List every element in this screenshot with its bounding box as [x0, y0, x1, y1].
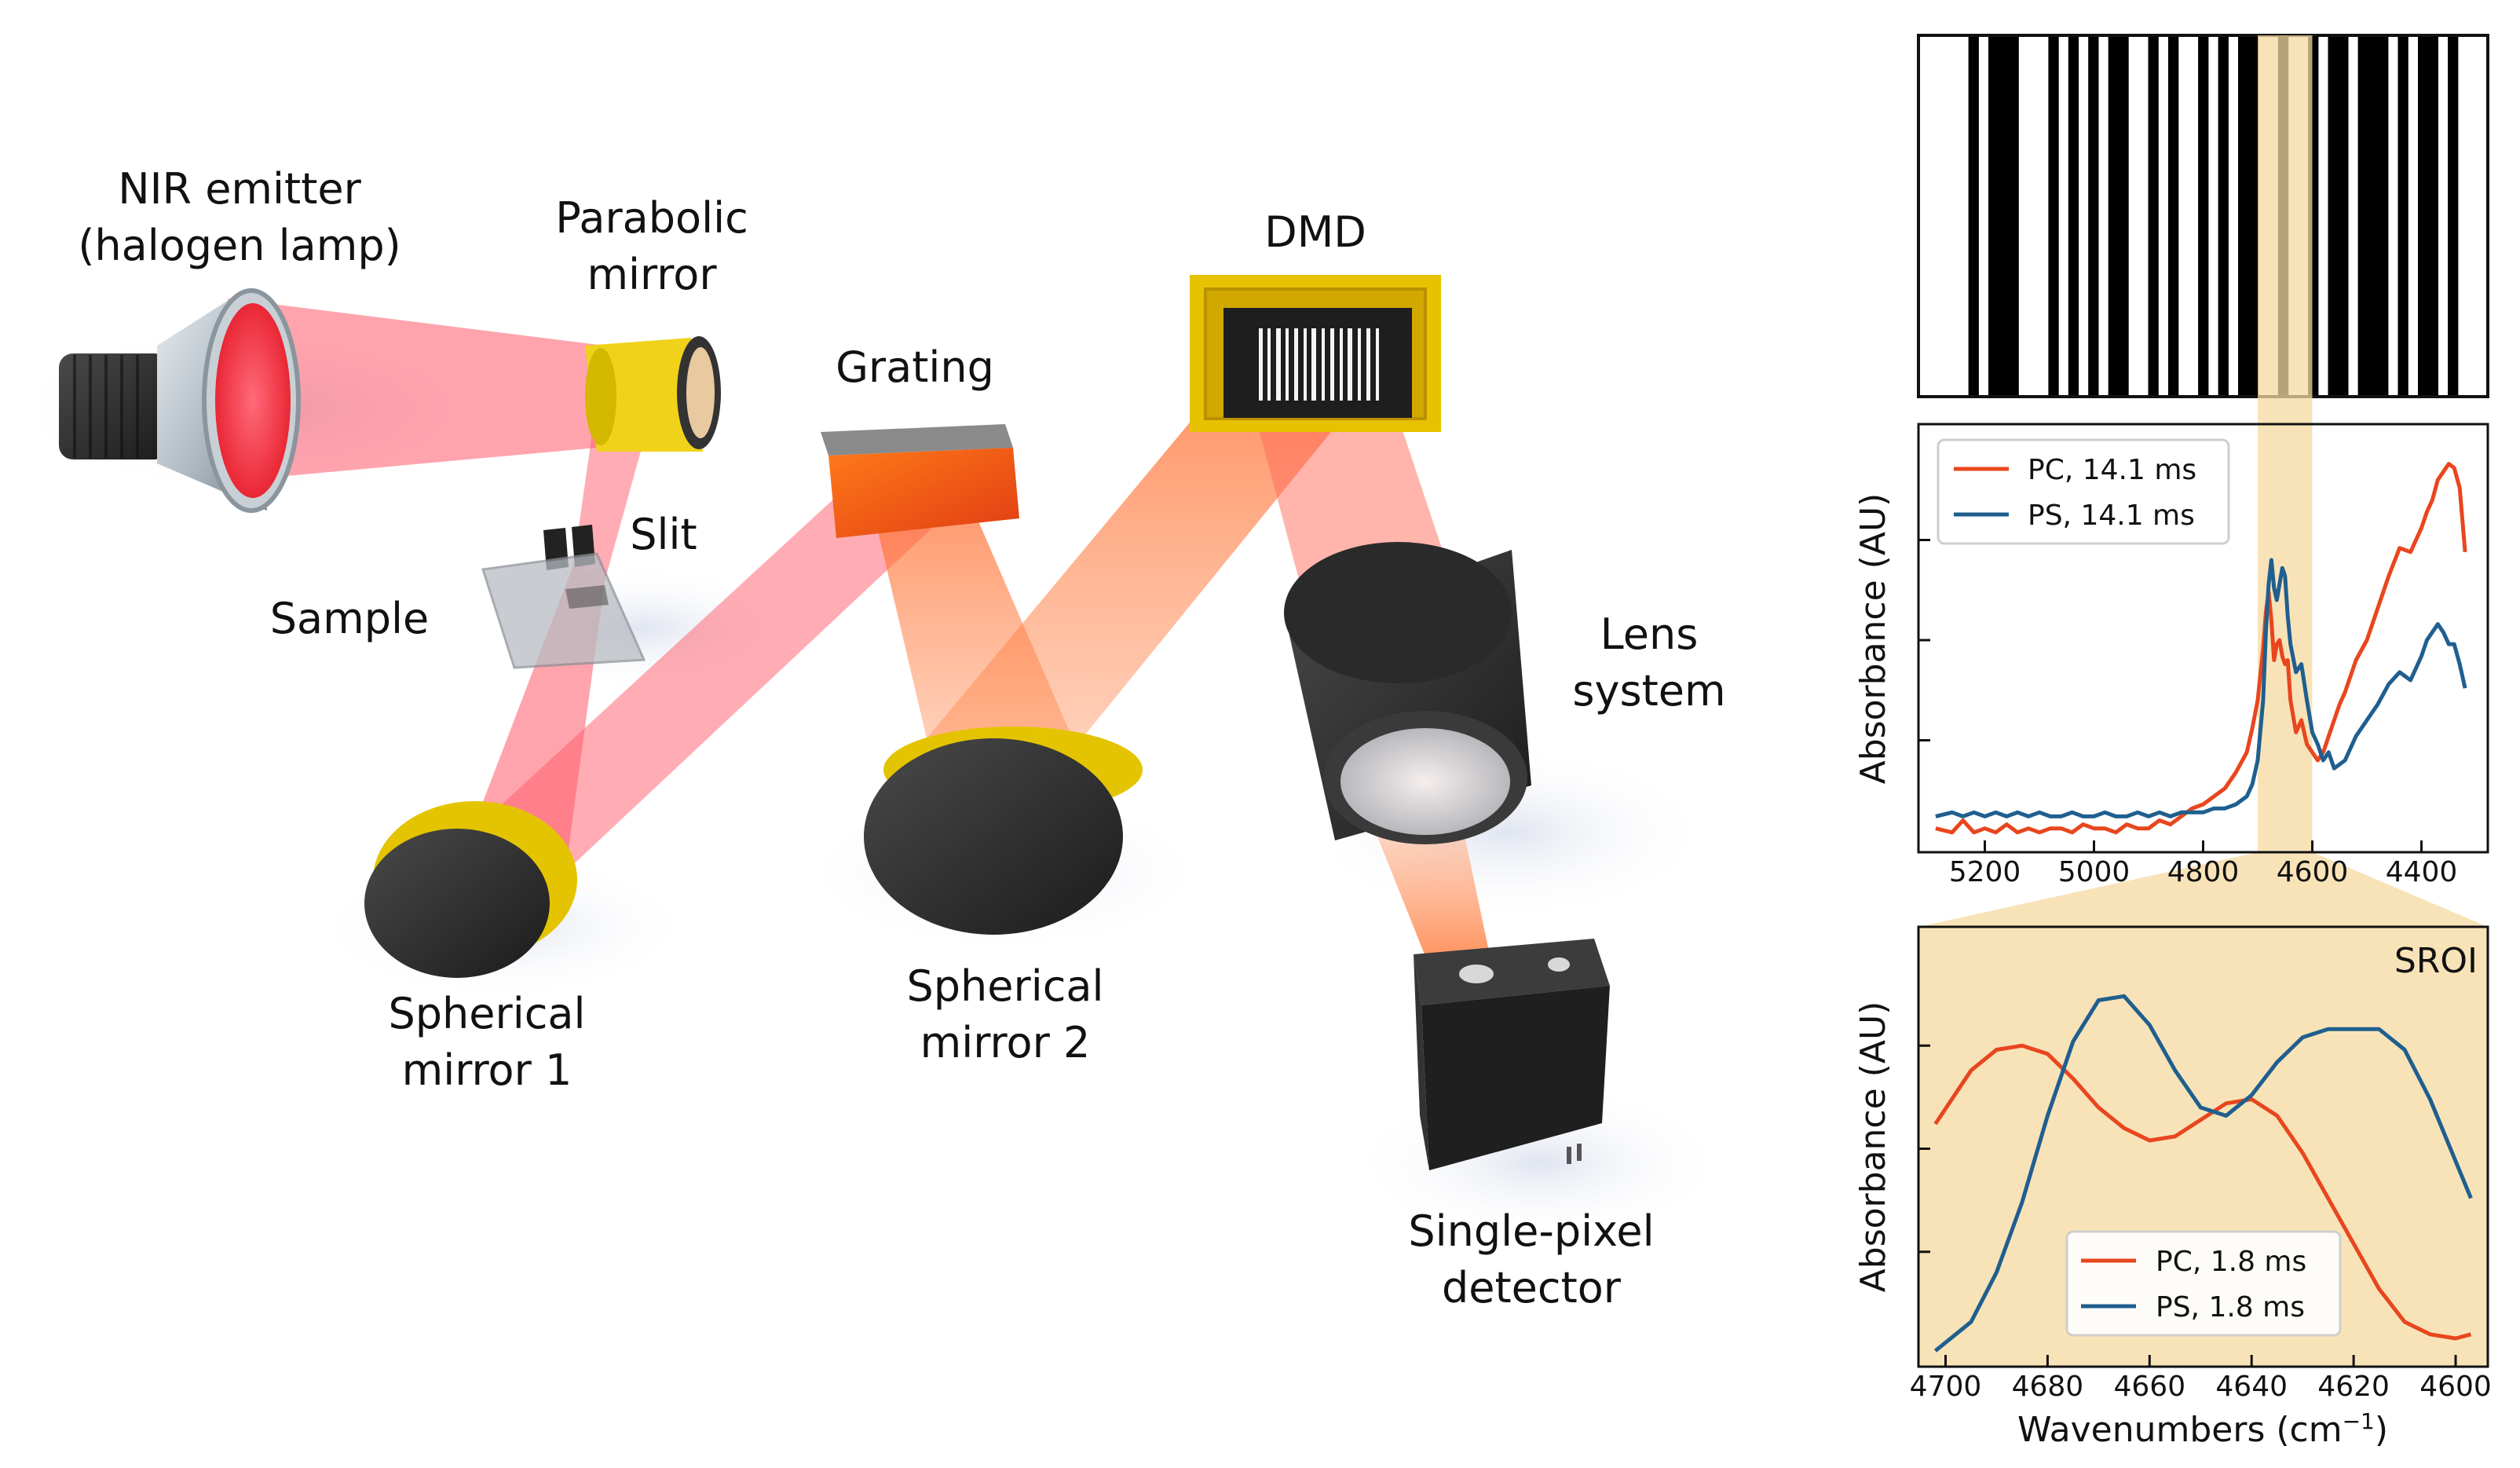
barcode-bar: [2427, 35, 2438, 397]
barcode-bar: [2378, 35, 2389, 397]
barcode-bar: [2238, 35, 2249, 397]
legend-pc-14: PC, 14.1 ms: [2028, 454, 2196, 486]
sroi-band: [2258, 35, 2313, 852]
series-line-ps: [1933, 994, 2473, 1353]
parabolic-mirror: [585, 336, 721, 452]
single-pixel-detector: [1414, 939, 1610, 1170]
chart2-ylabel: Absorbance (AU): [1853, 1001, 1893, 1293]
label-nir-emitter: NIR emitter(halogen lamp): [78, 164, 401, 270]
legend-pc-18: PC, 1.8 ms: [2156, 1246, 2306, 1278]
sroi-title: SROI: [2394, 941, 2478, 981]
chart1-legend: PC, 14.1 ms PS, 14.1 ms: [1937, 438, 2230, 545]
chart1-ylabel: Absorbance (AU): [1853, 493, 1893, 785]
sample: [481, 552, 646, 669]
label-slit: Slit: [630, 510, 697, 559]
x-tick-label: 4400: [2386, 856, 2458, 888]
barcode-bar: [2088, 35, 2099, 397]
light-beams: [228, 298, 1492, 966]
barcode-bar: [2198, 35, 2209, 397]
lens-system: [1284, 542, 1531, 844]
chart2-xlabel: Wavenumbers (cm−1): [2017, 1408, 2388, 1450]
sroi-chart: 4700 4680 4660 4640 4620 4600 SROI PC, 1.8 ms…: [1853, 925, 2492, 1450]
barcode-bar: [2108, 35, 2119, 397]
barcode-bar: [2218, 35, 2229, 397]
spherical-mirror-2: [864, 727, 1143, 935]
beam-lens-to-detector: [1366, 809, 1492, 966]
barcode-bar: [2008, 35, 2019, 397]
beam-sph1-to-grating: [471, 471, 942, 872]
x-tick-label: 4640: [2215, 1371, 2288, 1403]
grating: [821, 424, 1019, 538]
barcode-bar: [2397, 35, 2408, 397]
barcode-bar: [2118, 35, 2129, 397]
x-tick-label: 4660: [2113, 1371, 2185, 1403]
series-line-ps: [1935, 558, 2467, 818]
barcode-bar: [2368, 35, 2379, 397]
x-tick-label: 4700: [1910, 1371, 1982, 1403]
barcode-bar: [2048, 35, 2059, 397]
legend-ps-14: PS, 14.1 ms: [2028, 500, 2195, 532]
label-dmd: DMD: [1264, 207, 1366, 257]
x-tick-label: 5000: [2058, 856, 2130, 888]
barcode-bar: [2338, 35, 2349, 397]
beam-lamp-to-parabolic: [228, 298, 605, 479]
label-grating: Grating: [836, 342, 994, 392]
barcode-bar: [1998, 35, 2010, 397]
barcode-bar: [1988, 35, 1999, 397]
x-tick-label: 4600: [2419, 1371, 2492, 1403]
barcode-bar: [2328, 35, 2339, 397]
dmd-pattern-panel: [1917, 34, 2489, 398]
chart2-legend: PC, 1.8 ms PS, 1.8 ms: [2065, 1230, 2342, 1337]
dmd: [1190, 275, 1441, 432]
barcode-bar: [2148, 35, 2159, 397]
barcode-bar: [2357, 35, 2368, 397]
barcode-bar: [2248, 35, 2258, 397]
barcode-bar: [2068, 35, 2079, 397]
barcode-bar: [2168, 35, 2179, 397]
x-tick-label: 4680: [2012, 1371, 2084, 1403]
sroi-highlight: [1918, 35, 2488, 927]
full-spectrum-chart: 5200 5000 4800 4600 4400 PC, 14.1 ms PS, 14.…: [1853, 423, 2489, 888]
legend-ps-18: PS, 1.8 ms: [2156, 1291, 2305, 1323]
x-tick-label: 5200: [1949, 856, 2021, 888]
spherical-mirror-1: [364, 801, 577, 978]
x-tick-label: 4600: [2277, 856, 2349, 888]
x-tick-label: 4800: [2167, 856, 2240, 888]
barcode-bar: [2448, 35, 2459, 397]
barcode-bar: [2418, 35, 2429, 397]
barcode-bar: [1968, 35, 1979, 397]
nir-emitter: [59, 288, 301, 513]
x-tick-label: 4620: [2317, 1371, 2390, 1403]
sroi-funnel: [1918, 852, 2488, 927]
label-sample: Sample: [269, 594, 430, 643]
